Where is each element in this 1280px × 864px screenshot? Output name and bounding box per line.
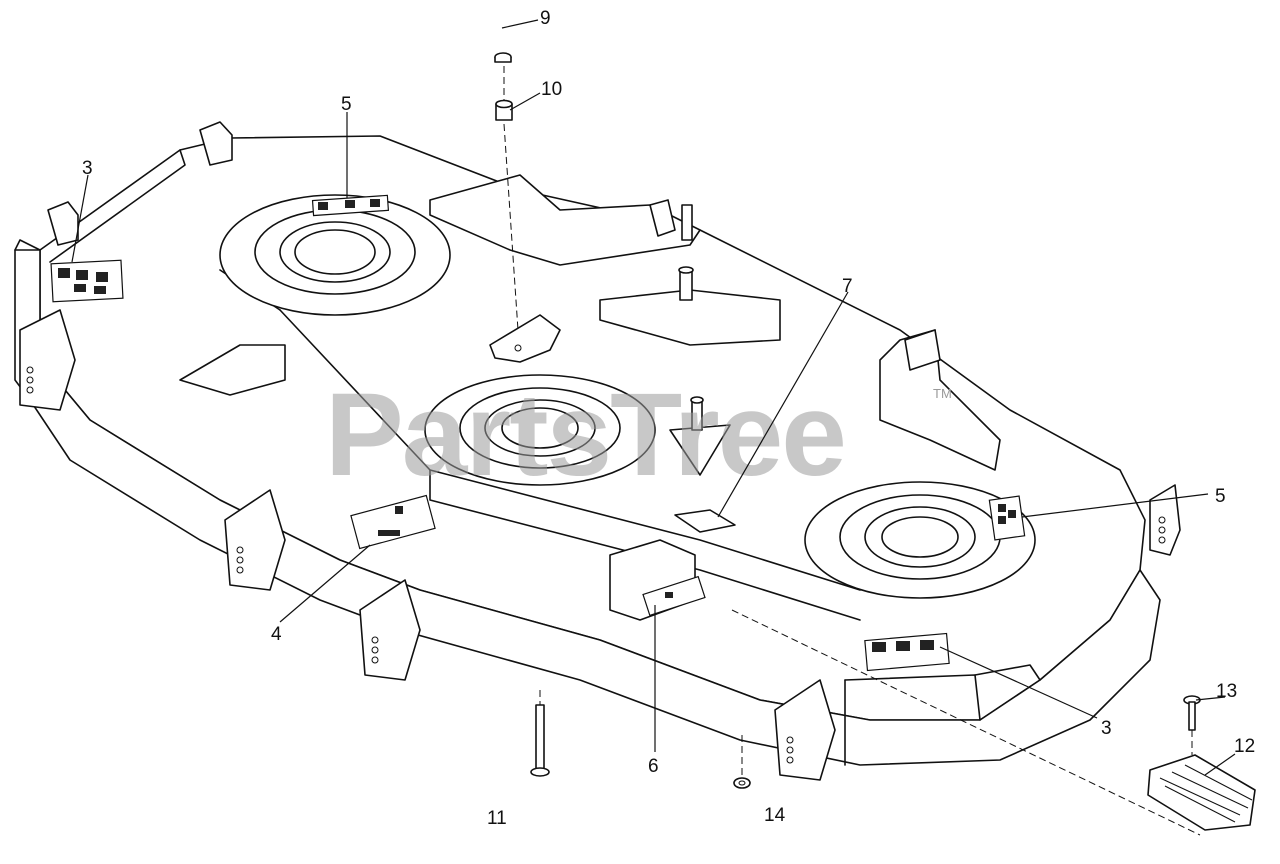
clevis-pin-13	[1183, 695, 1201, 731]
pad-grip-12	[1147, 754, 1256, 831]
callout-6: 6	[648, 756, 659, 777]
rear-lift-brackets	[47, 121, 941, 371]
warning-decal-left	[50, 259, 124, 303]
callout-11: 11	[487, 808, 507, 829]
caution-decal-front	[642, 575, 706, 617]
watermark-text: PartsTree	[325, 369, 845, 501]
callout-9: 9	[540, 8, 551, 29]
belt-guide-decal	[674, 509, 736, 533]
center-spindle-housing	[424, 374, 656, 486]
assembly-dash-lines	[503, 66, 1201, 836]
callout-5-right: 5	[1215, 486, 1226, 507]
warning-decal-left-spindle	[311, 194, 390, 217]
callout-numbers: 3 5 9 10 7 5 4 6 3 13 12 11 14	[82, 8, 1255, 829]
callout-4: 4	[271, 624, 282, 645]
lock-nut-14	[733, 777, 751, 789]
spacer-bushing-10	[495, 99, 513, 121]
center-idler-post	[669, 396, 731, 476]
rear-idler-post	[678, 204, 694, 301]
callout-3-right: 3	[1101, 718, 1112, 739]
callout-7: 7	[842, 276, 853, 297]
callout-10: 10	[541, 79, 562, 100]
callout-5-top: 5	[341, 94, 352, 115]
idler-pivot-plate	[489, 314, 561, 363]
callout-leaders	[71, 19, 1236, 776]
right-spindle-housing	[804, 481, 1036, 599]
callout-3-left: 3	[82, 158, 93, 179]
callout-12: 12	[1234, 736, 1255, 757]
warning-decal-front-right	[864, 632, 950, 672]
operation-decal	[350, 494, 436, 550]
callout-13: 13	[1216, 681, 1237, 702]
carriage-bolt-11	[530, 704, 550, 777]
callout-14: 14	[764, 805, 786, 826]
flange-nut-9	[494, 52, 512, 63]
watermark-trademark: TM	[933, 386, 952, 401]
partstree-watermark: PartsTree TM	[325, 369, 952, 501]
warning-decal-right-spindle	[988, 495, 1026, 541]
left-spindle-housing	[219, 194, 451, 316]
